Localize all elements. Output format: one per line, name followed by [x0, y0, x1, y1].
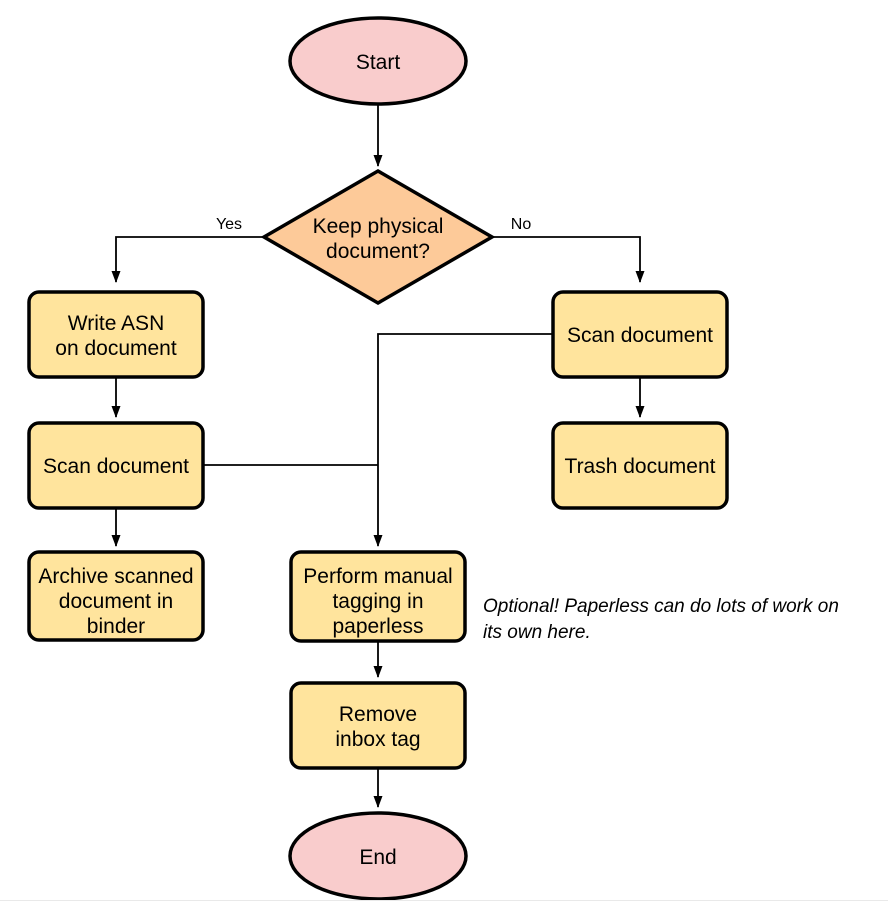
start-ellipse	[288, 16, 468, 106]
node-tagging: Perform manual tagging in paperless	[289, 550, 467, 643]
scan-left-label: Scan document	[43, 455, 189, 478]
remove-inbox-label-line2: inbox tag	[335, 728, 420, 751]
tagging-label-line2: tagging in	[332, 590, 423, 613]
remove-inbox-label-line1: Remove	[339, 703, 417, 726]
scan-right-box	[551, 290, 729, 379]
page-divider	[0, 900, 888, 901]
node-decision: Keep physical document?	[260, 168, 496, 306]
node-trash: Trash document	[551, 421, 729, 510]
scan-right-label: Scan document	[567, 324, 713, 347]
decision-label-line2: document?	[326, 240, 430, 263]
write-asn-label-line1: Write ASN	[68, 312, 164, 335]
node-start: Start	[288, 16, 468, 106]
write-asn-label-line2: on document	[55, 337, 177, 360]
tagging-label-line1: Perform manual	[303, 565, 452, 588]
edge-scanright-to-tagging	[373, 333, 553, 547]
annotation-line2: its own here.	[483, 622, 591, 643]
end-ellipse	[288, 811, 468, 901]
archive-box	[27, 550, 205, 642]
archive-label-line1: Archive scanned	[38, 565, 193, 588]
decision-diamond	[260, 168, 496, 306]
edge-label-no: No	[511, 216, 532, 233]
node-remove-inbox: Remove inbox tag	[289, 681, 467, 770]
node-scan-right: Scan document	[551, 290, 729, 379]
node-write-asn: Write ASN on document	[27, 290, 205, 379]
node-end: End	[288, 811, 468, 901]
remove-inbox-box	[289, 681, 467, 770]
decision-label-line1: Keep physical	[313, 215, 444, 238]
end-label: End	[359, 846, 396, 869]
start-label: Start	[356, 51, 401, 74]
node-scan-left: Scan document	[27, 421, 205, 510]
edge-label-yes: Yes	[216, 216, 242, 233]
annotation-line1: Optional! Paperless can do lots of work …	[483, 596, 839, 617]
annotation: Optional! Paperless can do lots of work …	[483, 596, 839, 643]
node-archive: Archive scanned document in binder	[27, 550, 205, 642]
scan-left-box	[27, 421, 205, 510]
archive-label-line2: document in	[59, 590, 173, 613]
trash-label: Trash document	[565, 455, 716, 478]
write-asn-box	[27, 290, 205, 379]
trash-box	[551, 421, 729, 510]
edge-decision-yes	[111, 236, 264, 283]
tagging-box	[289, 550, 467, 643]
tagging-label-line3: paperless	[332, 615, 423, 638]
connectors	[111, 104, 645, 808]
archive-label-line3: binder	[87, 615, 145, 638]
edge-decision-no	[492, 236, 645, 283]
